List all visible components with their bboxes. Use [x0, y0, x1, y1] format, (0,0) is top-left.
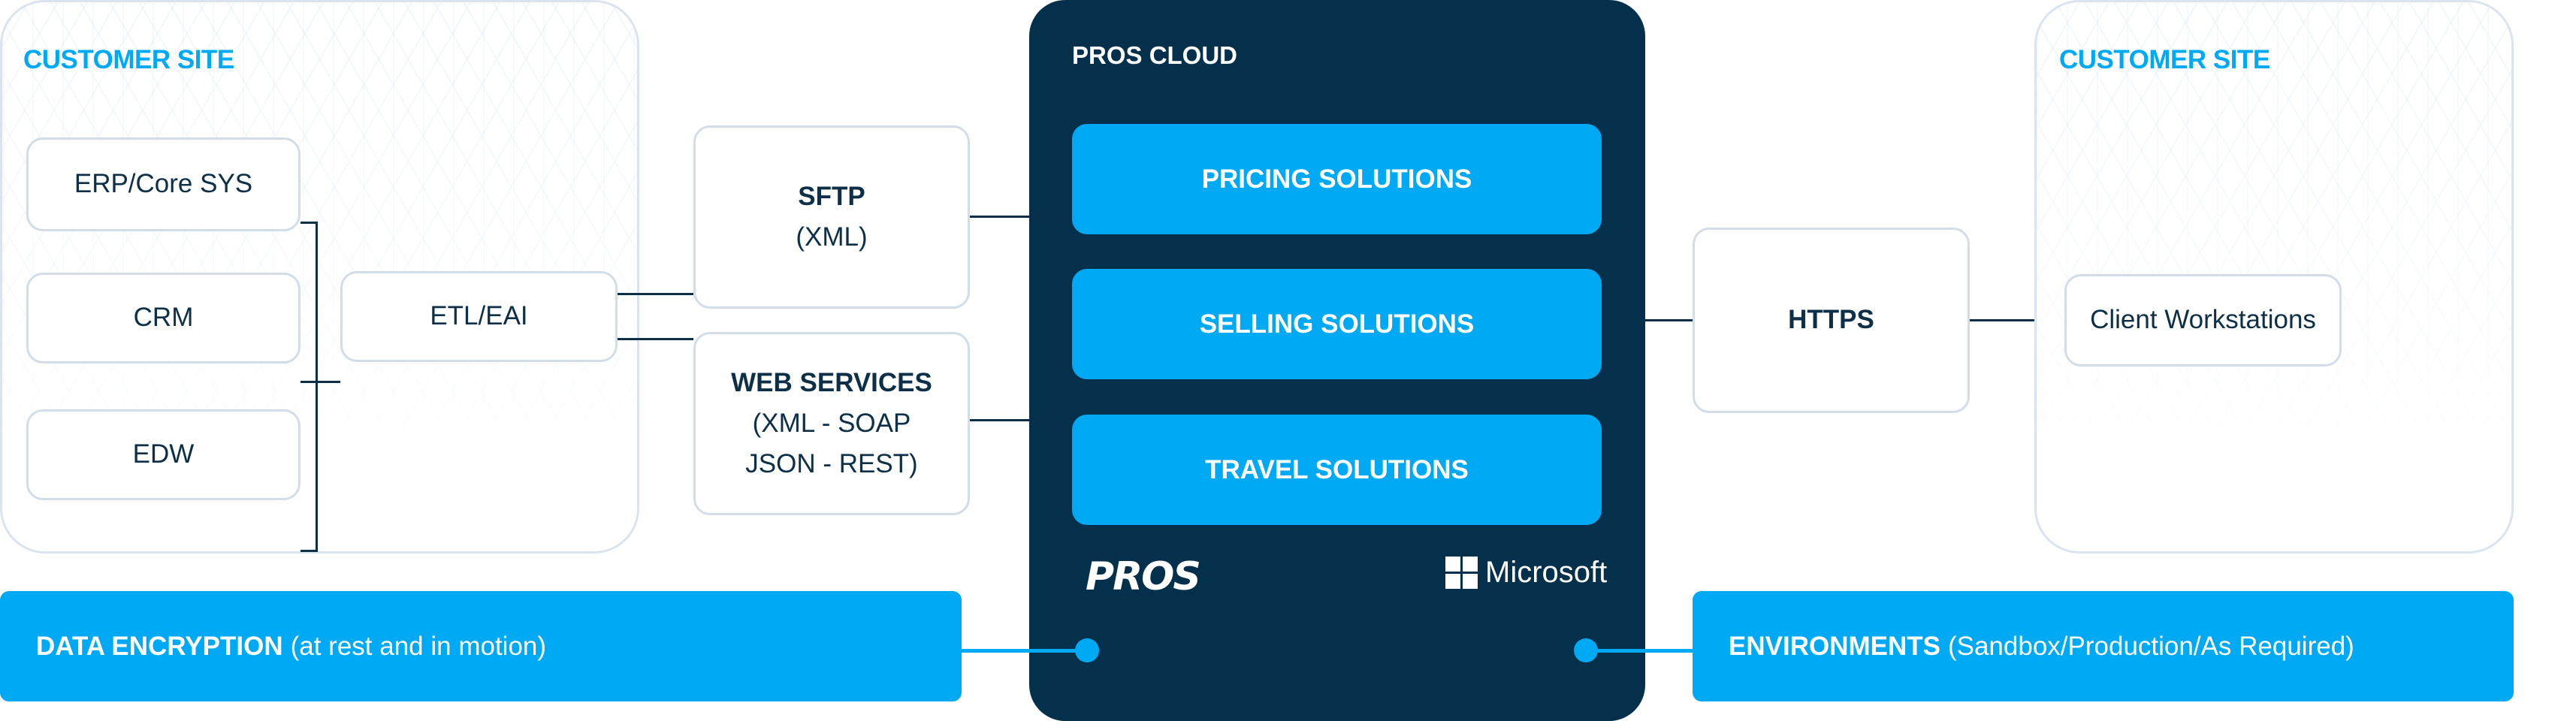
encryption-connector: [962, 649, 1097, 653]
connector: [1645, 319, 1693, 321]
etl-eai-box[interactable]: ETL/EAI: [340, 271, 618, 362]
connector: [316, 222, 318, 552]
encryption-rest: (at rest and in motion): [290, 631, 547, 661]
web-services-sub: (XML - SOAP: [752, 408, 911, 438]
system-label: ERP/Core SYS: [74, 169, 253, 199]
selling-solutions[interactable]: SELLING SOLUTIONS: [1072, 269, 1602, 379]
microsoft-logo: Microsoft: [1445, 556, 1607, 590]
travel-solutions[interactable]: TRAVEL SOLUTIONS: [1072, 415, 1602, 525]
data-encryption-bar: DATA ENCRYPTION (at rest and in motion): [0, 591, 962, 701]
encryption-dot: [1075, 638, 1099, 662]
pros-cloud-panel: PROS CLOUD PRICING SOLUTIONS SELLING SOL…: [1029, 0, 1645, 721]
web-services-box[interactable]: WEB SERVICES (XML - SOAP JSON - REST): [693, 332, 970, 515]
connector: [300, 381, 340, 383]
pricing-solutions[interactable]: PRICING SOLUTIONS: [1072, 124, 1602, 234]
left-site-title: CUSTOMER SITE: [23, 45, 234, 74]
https-title: HTTPS: [1788, 305, 1874, 335]
solution-label: TRAVEL SOLUTIONS: [1205, 454, 1469, 484]
pros-logo: PROS: [1086, 554, 1201, 599]
environments-bar: ENVIRONMENTS (Sandbox/Production/As Requ…: [1693, 591, 2514, 701]
environments-connector: [1586, 649, 1693, 653]
etl-label: ETL/EAI: [430, 301, 528, 331]
system-edw[interactable]: EDW: [26, 409, 300, 500]
web-services-sub: JSON - REST): [745, 449, 918, 479]
solution-label: PRICING SOLUTIONS: [1201, 164, 1472, 194]
connector: [618, 293, 693, 295]
system-crm[interactable]: CRM: [26, 273, 300, 364]
client-workstations-box[interactable]: Client Workstations: [2064, 274, 2342, 367]
microsoft-label: Microsoft: [1485, 556, 1608, 589]
web-services-title: WEB SERVICES: [731, 367, 932, 397]
encryption-bold: DATA ENCRYPTION: [36, 631, 283, 661]
connector: [618, 338, 693, 340]
connector: [970, 419, 1030, 421]
client-label: Client Workstations: [2090, 305, 2316, 335]
sftp-box[interactable]: SFTP (XML): [693, 125, 970, 309]
sftp-sub: (XML): [796, 222, 868, 252]
microsoft-windows-icon: [1445, 557, 1478, 589]
system-erp[interactable]: ERP/Core SYS: [26, 137, 300, 231]
connector: [300, 550, 317, 552]
right-site-title: CUSTOMER SITE: [2059, 45, 2270, 74]
system-label: EDW: [132, 439, 195, 469]
environments-dot: [1574, 638, 1598, 662]
connector: [970, 216, 1030, 218]
connector: [300, 222, 317, 224]
environments-bold: ENVIRONMENTS: [1729, 631, 1940, 661]
environments-rest: (Sandbox/Production/As Required): [1947, 631, 2354, 661]
solution-label: SELLING SOLUTIONS: [1199, 309, 1475, 339]
cloud-title: PROS CLOUD: [1072, 41, 1238, 69]
connector: [1970, 319, 2064, 321]
system-label: CRM: [133, 303, 194, 333]
https-box[interactable]: HTTPS: [1693, 228, 1970, 413]
sftp-title: SFTP: [798, 181, 865, 211]
